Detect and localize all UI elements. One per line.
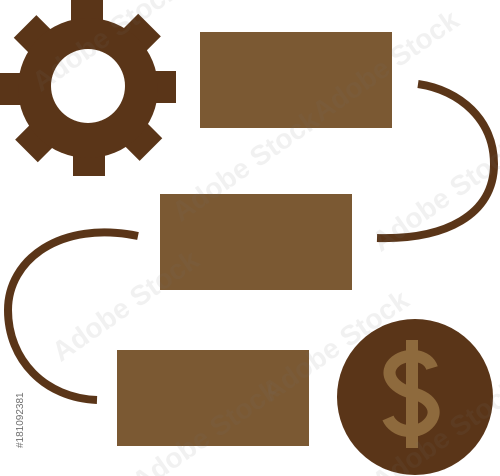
panel-middle	[160, 194, 352, 290]
panel-bottom	[117, 350, 309, 446]
gear-hole	[51, 49, 125, 123]
gear-icon	[0, 0, 176, 176]
panel-top	[200, 32, 392, 128]
connector-left	[3, 228, 139, 404]
stock-id: #181092381	[15, 392, 26, 448]
connector-right	[376, 80, 499, 243]
dollar-sign	[382, 340, 440, 448]
dollar-coin-icon	[337, 319, 493, 475]
